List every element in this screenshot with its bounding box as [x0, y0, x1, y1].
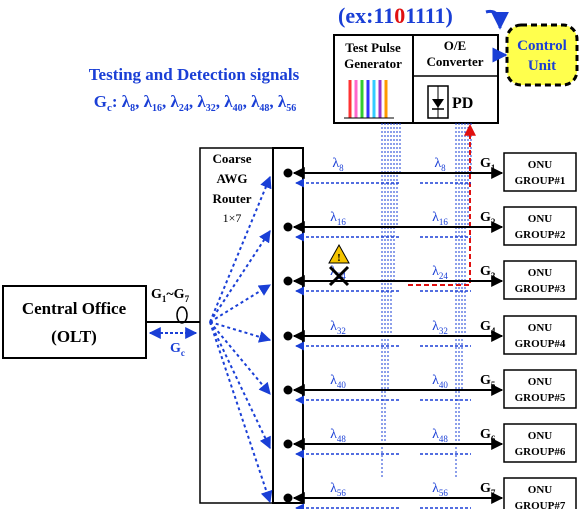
test-pulse-label-1: Test Pulse — [345, 40, 401, 55]
branch-lambda-right: λ32 — [432, 319, 448, 336]
branch-lambda-left: λ56 — [330, 481, 346, 498]
awg-label-2: AWG — [216, 171, 247, 186]
central-office-label-1: Central Office — [22, 299, 127, 318]
onu-label: ONU — [528, 267, 553, 279]
onu-group-box — [503, 152, 577, 192]
onu-label: ONU — [528, 430, 553, 442]
gc-wavelength-list: Gc: λ8, λ16, λ24, λ32, λ40, λ48, λ56 — [94, 92, 297, 114]
fault-marker: ! — [328, 243, 350, 287]
branch-lambda-right: λ48 — [432, 427, 448, 444]
branch-group-label: G3 — [480, 264, 496, 281]
awg-port-dot — [283, 222, 293, 232]
onu-group-box — [503, 260, 577, 300]
fanout-arrow — [209, 321, 271, 395]
branch-lambda-left: λ40 — [330, 373, 346, 390]
fault-signal-path — [408, 123, 476, 286]
branch-rows: λ8λ8G1ONUGROUP#1λ16λ16G2ONUGROUP#2λ24λ24… — [283, 152, 577, 509]
onu-label: ONU — [528, 484, 553, 496]
onu-group-label: GROUP#1 — [515, 175, 566, 187]
central-office-label-2: (OLT) — [51, 327, 97, 346]
onu-group-box — [503, 423, 577, 463]
awg-port-dot — [283, 493, 293, 503]
branch-group-label: G5 — [480, 373, 496, 390]
onu-group-label: GROUP#6 — [515, 446, 566, 458]
branch-lambda-left: λ32 — [330, 319, 346, 336]
branch-row: λ16 λ16 G2 ONU GROUP#2 — [283, 206, 577, 246]
colored-pulses-icon — [344, 80, 394, 119]
fanout-arrow — [209, 321, 271, 450]
break-x-icon-b — [328, 265, 350, 287]
branch-lambda-right: λ16 — [432, 210, 448, 227]
onu-group-box — [503, 477, 577, 509]
central-office-box — [2, 285, 147, 359]
onu-label: ONU — [528, 159, 553, 171]
branch-lambda-right: λ40 — [432, 373, 448, 390]
control-unit-label-1: Control — [517, 38, 567, 54]
onu-group-box — [503, 315, 577, 355]
trunk-g-range-label: G1~G7 — [151, 287, 190, 304]
example-arrow — [485, 9, 509, 30]
branch-lambda-right: λ24 — [432, 264, 448, 281]
branch-lambda-right: λ8 — [434, 156, 446, 173]
fanout-arrow — [209, 229, 271, 323]
branch-row: λ40 λ40 G5 ONU GROUP#5 — [283, 369, 577, 409]
test-pulse-bundle — [381, 123, 401, 478]
fanout-arrow — [209, 175, 272, 323]
oe-label-2: Converter — [426, 54, 483, 69]
branch-lambda-left: λ8 — [332, 156, 344, 173]
awg-port-dot — [283, 331, 293, 341]
onu-group-label: GROUP#7 — [515, 500, 566, 509]
branch-row: λ48 λ48 G6 ONU GROUP#6 — [283, 423, 577, 463]
trunk-gc-label: Gc — [170, 341, 185, 358]
photodiode-icon — [427, 85, 449, 119]
onu-group-label: GROUP#5 — [515, 392, 566, 404]
header-title: Testing and Detection signals — [89, 65, 300, 84]
awg-port-dot — [283, 276, 293, 286]
branch-group-label: G7 — [480, 481, 496, 498]
control-unit-label-2: Unit — [528, 58, 556, 74]
awg-port-dot — [283, 385, 293, 395]
branch-lambda-left: λ48 — [330, 427, 346, 444]
fiber-spool-icon — [176, 306, 188, 324]
branch-group-label: G6 — [480, 427, 496, 444]
onu-label: ONU — [528, 376, 553, 388]
pd-label: PD — [452, 95, 473, 112]
awg-port-dot — [283, 168, 293, 178]
branch-row: λ56 λ56 G7 ONU GROUP#7 — [283, 477, 577, 509]
fanout-arrow — [209, 321, 272, 343]
branch-row: λ24λ24G3ONUGROUP#3 — [283, 260, 577, 300]
awg-port-dot — [283, 439, 293, 449]
awg-fanout-arrows — [209, 175, 273, 504]
onu-group-label: GROUP#3 — [515, 283, 566, 295]
branch-row: λ32 λ32 G4 ONU GROUP#4 — [283, 315, 577, 355]
oe-label-1: O/E — [444, 38, 466, 53]
awg-label-1: Coarse — [213, 151, 252, 166]
control-unit-box — [505, 23, 579, 87]
onu-group-label: GROUP#2 — [515, 229, 566, 241]
fanout-arrow — [209, 321, 273, 504]
example-code: (ex:1101111) — [338, 3, 453, 28]
branch-lambda-left: λ16 — [330, 210, 346, 227]
branch-row: λ8 λ8 G1 ONU GROUP#1 — [283, 152, 577, 192]
warning-icon: ! — [337, 252, 341, 264]
detection-bundle — [455, 123, 472, 478]
onu-group-box — [503, 206, 577, 246]
branch-group-label: G1 — [480, 156, 496, 173]
onu-group-label: GROUP#4 — [515, 338, 566, 350]
branch-lambda-right: λ56 — [432, 481, 448, 498]
onu-label: ONU — [528, 213, 553, 225]
test-pulse-label-2: Generator — [344, 56, 402, 71]
onu-label: ONU — [528, 322, 553, 334]
awg-label-3: Router — [213, 191, 252, 206]
awg-port-column — [272, 147, 304, 504]
branch-group-label: G4 — [480, 319, 496, 336]
awg-label-4: 1×7 — [223, 211, 242, 225]
branch-group-label: G2 — [480, 210, 496, 227]
onu-group-box — [503, 369, 577, 409]
